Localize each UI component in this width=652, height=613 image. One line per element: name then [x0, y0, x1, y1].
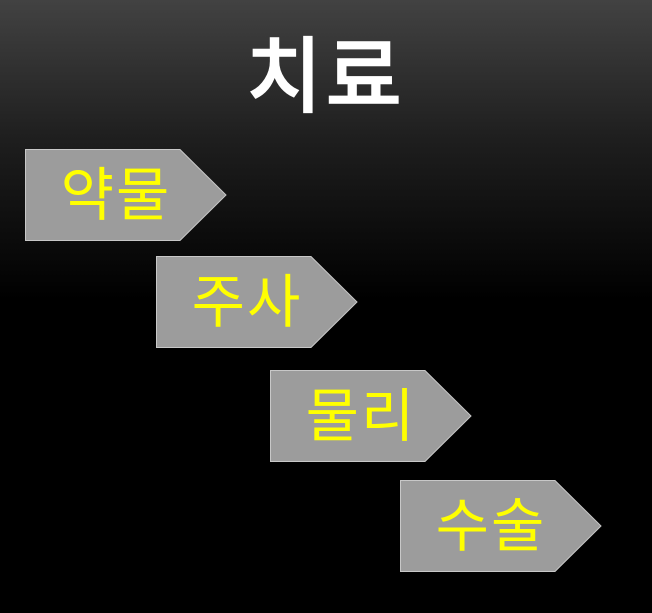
- arrow-shape-icon: [25, 149, 227, 241]
- step-arrow-surgery: 수술: [400, 480, 602, 572]
- step-label: 물리: [305, 382, 417, 450]
- step-label: 주사: [191, 268, 303, 336]
- step-arrow-physical-therapy: 물리: [270, 370, 472, 462]
- arrow-shape-icon: [270, 370, 472, 462]
- arrow-shape-icon: [400, 480, 602, 572]
- step-arrow-medication: 약물: [25, 149, 227, 241]
- step-arrow-injection: 주사: [156, 256, 358, 348]
- slide-title: 치료: [246, 30, 406, 125]
- step-label: 수술: [435, 492, 547, 560]
- step-label: 약물: [60, 161, 172, 229]
- arrow-shape-icon: [156, 256, 358, 348]
